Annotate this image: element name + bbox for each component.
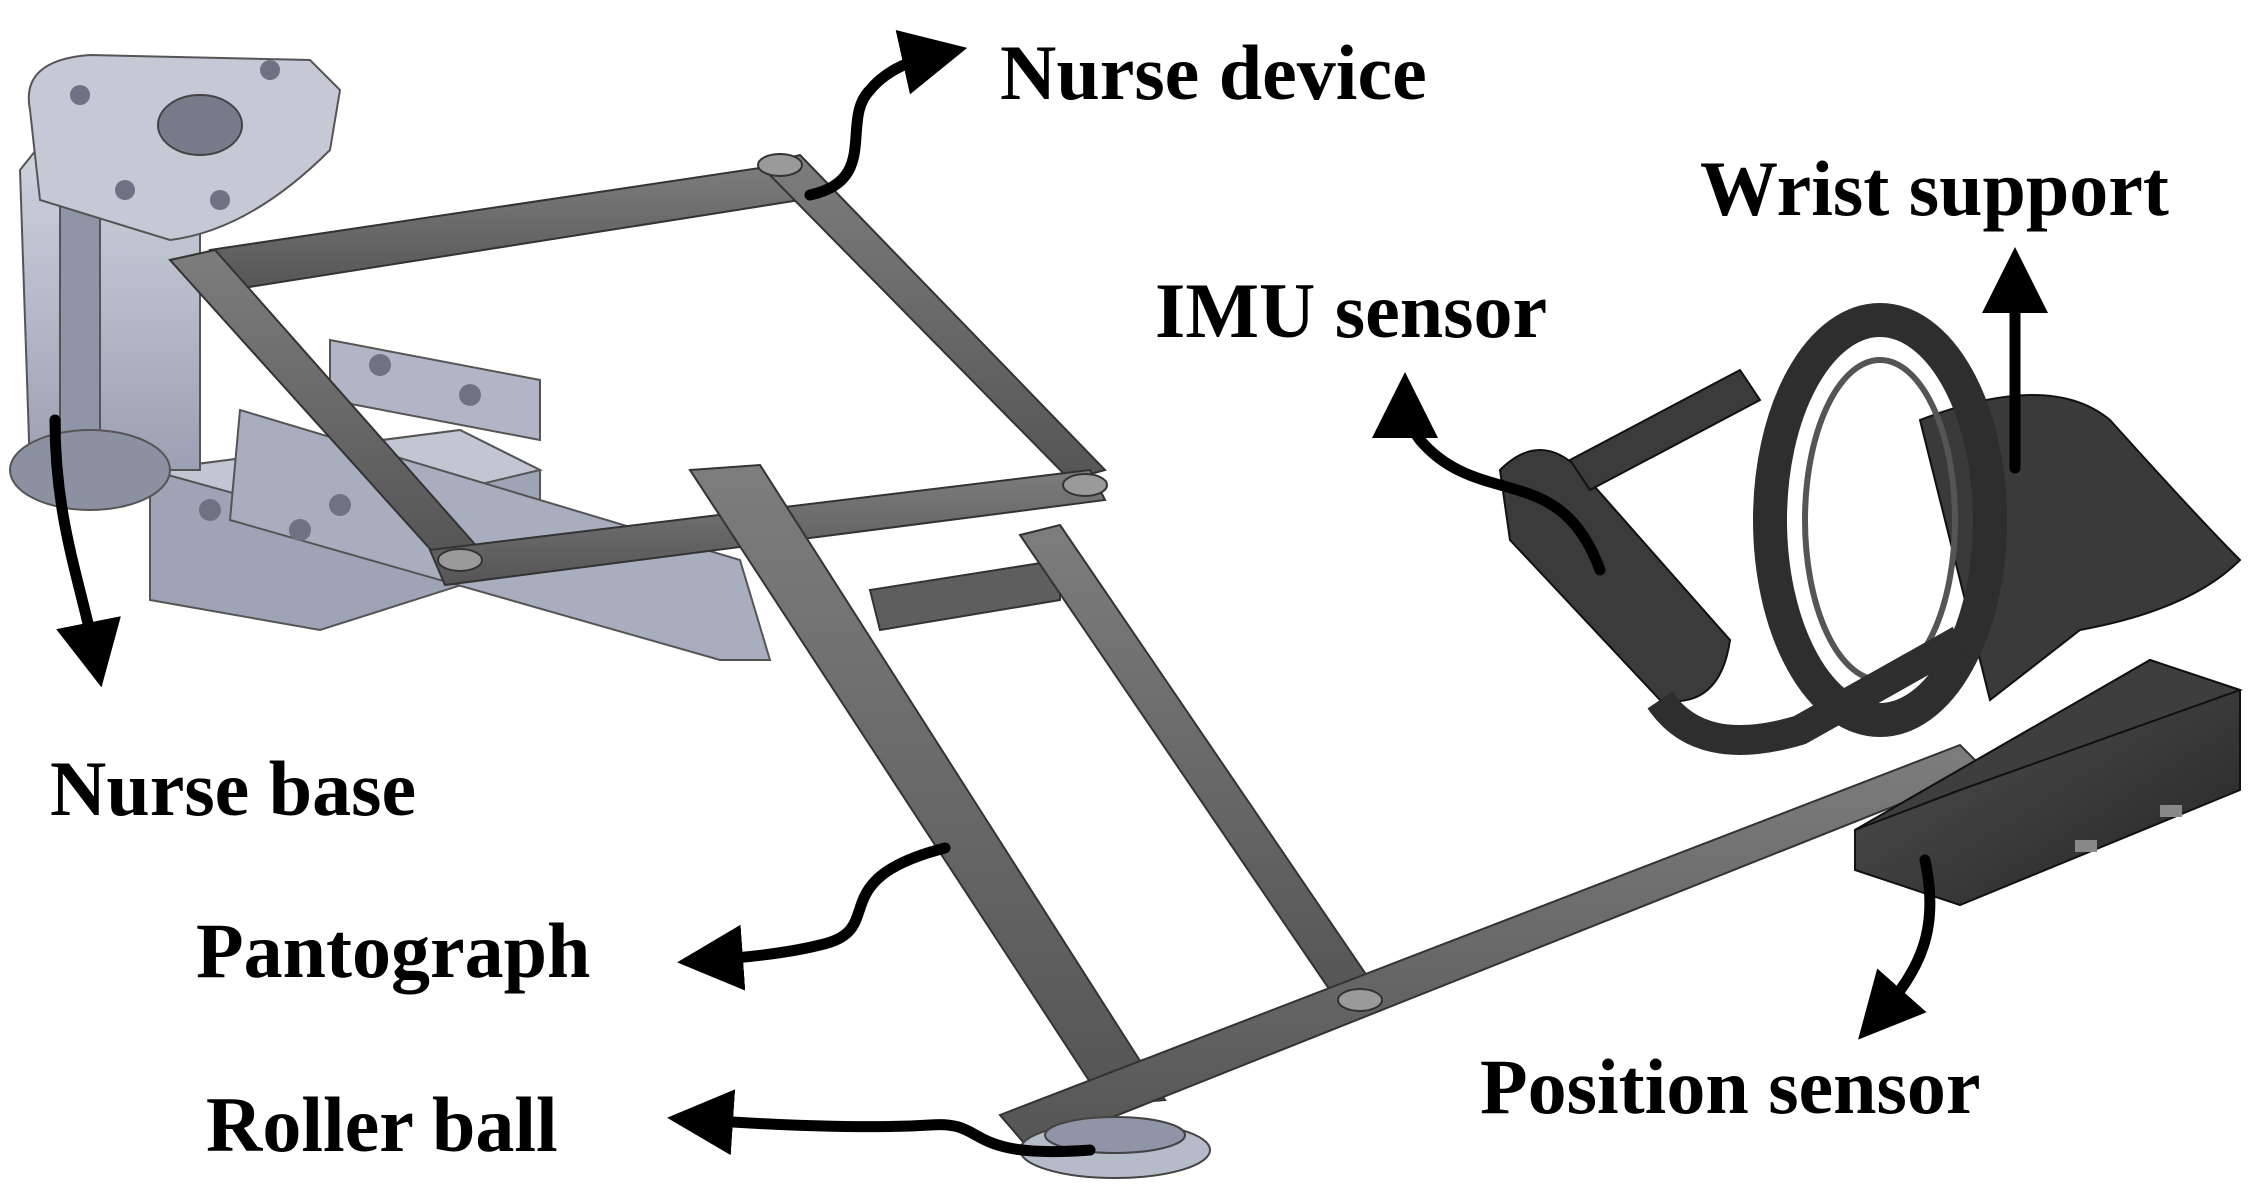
arrow-nurse-device [804,29,968,201]
arrow-nurse-base [49,414,121,688]
imu-sensor-label: IMU sensor [1155,267,1548,354]
position-sensor-label: Position sensor [1480,1043,1981,1130]
nurse-base-label: Nurse base [50,745,417,832]
wrist-module [1498,303,2244,907]
roller-ball-label: Roller ball [206,1081,558,1168]
pantograph-label: Pantograph [196,907,591,994]
wrist-support-label: Wrist support [1700,145,2169,232]
arrow-roller-ball [667,1089,1096,1158]
callout-arrows [49,29,2048,1158]
arrow-pantograph [677,842,951,991]
pantograph-links [168,153,1987,1179]
arrow-imu-sensor [1372,372,1606,576]
arrow-position-sensor [1858,854,1936,1040]
nurse-base-assembly [9,53,772,661]
nurse-device-label: Nurse device [1000,29,1427,116]
